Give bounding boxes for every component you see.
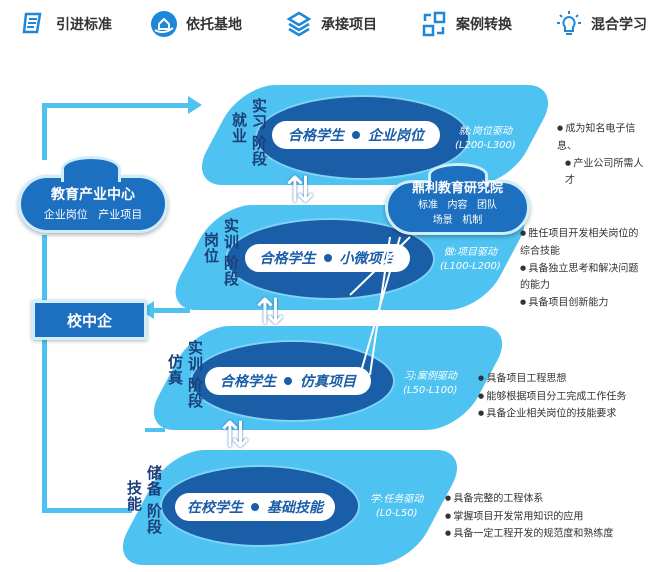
- stage-label: 阶段: [186, 377, 204, 409]
- stage-pill-2: 合格学生小微项目: [245, 244, 410, 272]
- stage-label: 实习: [250, 98, 268, 130]
- stage-pill-4: 在校学生基础技能: [175, 493, 335, 521]
- driver-label: 做:项目驱动(L100-L200): [440, 247, 501, 272]
- stage-label: 仿真: [166, 354, 184, 386]
- flow-line: [150, 308, 190, 313]
- stage-label: 阶段: [250, 135, 268, 167]
- bullet-list: 成为知名电子信息、产业公司所需人才: [557, 120, 652, 189]
- cycle-arrows-icon: ⇅: [285, 170, 316, 211]
- layers-icon: [286, 11, 312, 37]
- flow-line: [42, 508, 132, 513]
- nav-item-standards[interactable]: 引进标准: [20, 10, 112, 38]
- stage-pill-3: 合格学生仿真项目: [205, 367, 371, 395]
- stage-label: 岗位: [202, 232, 220, 264]
- influence-arrows: [349, 236, 411, 376]
- nav-item-base[interactable]: 依托基地: [150, 10, 242, 38]
- cycle-arrows-icon: ⇅: [220, 415, 251, 456]
- arrow-right-icon: [188, 96, 202, 114]
- bullet-list: 具备项目工程思想能够根据项目分工完成工作任务具备企业相关岗位的技能要求: [478, 370, 648, 423]
- nav-item-cases[interactable]: 案例转换: [420, 10, 512, 38]
- stage-label: 储备: [145, 465, 163, 497]
- research-institute-cloud: 鼎利教育研究院 标准 内容 团队 场景 机制: [385, 163, 530, 235]
- industry-center-cloud: 教育产业中心 企业岗位 产业项目: [18, 156, 168, 233]
- flow-line: [42, 105, 47, 160]
- driver-label: 学:任务驱动(L0-L50): [370, 494, 424, 519]
- flow-line: [42, 235, 47, 300]
- lightbulb-icon: [557, 11, 581, 35]
- stage-label: 技能: [125, 480, 143, 512]
- driver-label: 习:案例驱动(L50-L100): [403, 371, 458, 396]
- stage-label: 实训: [222, 218, 240, 250]
- stage-pill-1: 合格学生企业岗位: [272, 121, 440, 149]
- bullet-list: 具备完整的工程体系掌握项目开发常用知识的应用具备一定工程开发的规范度和熟练度: [445, 490, 645, 543]
- stage-label: 阶段: [222, 255, 240, 287]
- home-hand-icon: [151, 11, 177, 37]
- bullet-list: 胜任项目开发相关岗位的综合技能具备独立思考和解决问题的能力具备项目创新能力: [520, 225, 645, 312]
- flow-line: [42, 340, 47, 512]
- stage-label: 阶段: [145, 503, 163, 535]
- school-enterprise-box: 校中企: [32, 300, 147, 340]
- driver-label: 就:岗位驱动(L200-L300): [455, 126, 516, 151]
- cycle-arrows-icon: ⇅: [255, 292, 286, 333]
- document-icon: [22, 12, 42, 34]
- flow-line: [145, 428, 165, 432]
- nav-item-blended[interactable]: 混合学习: [555, 10, 647, 38]
- nav-item-projects[interactable]: 承接项目: [285, 10, 377, 38]
- flow-line: [42, 103, 192, 108]
- convert-icon: [422, 11, 446, 37]
- stage-label: 就业: [230, 112, 248, 144]
- stage-label: 实训: [186, 340, 204, 372]
